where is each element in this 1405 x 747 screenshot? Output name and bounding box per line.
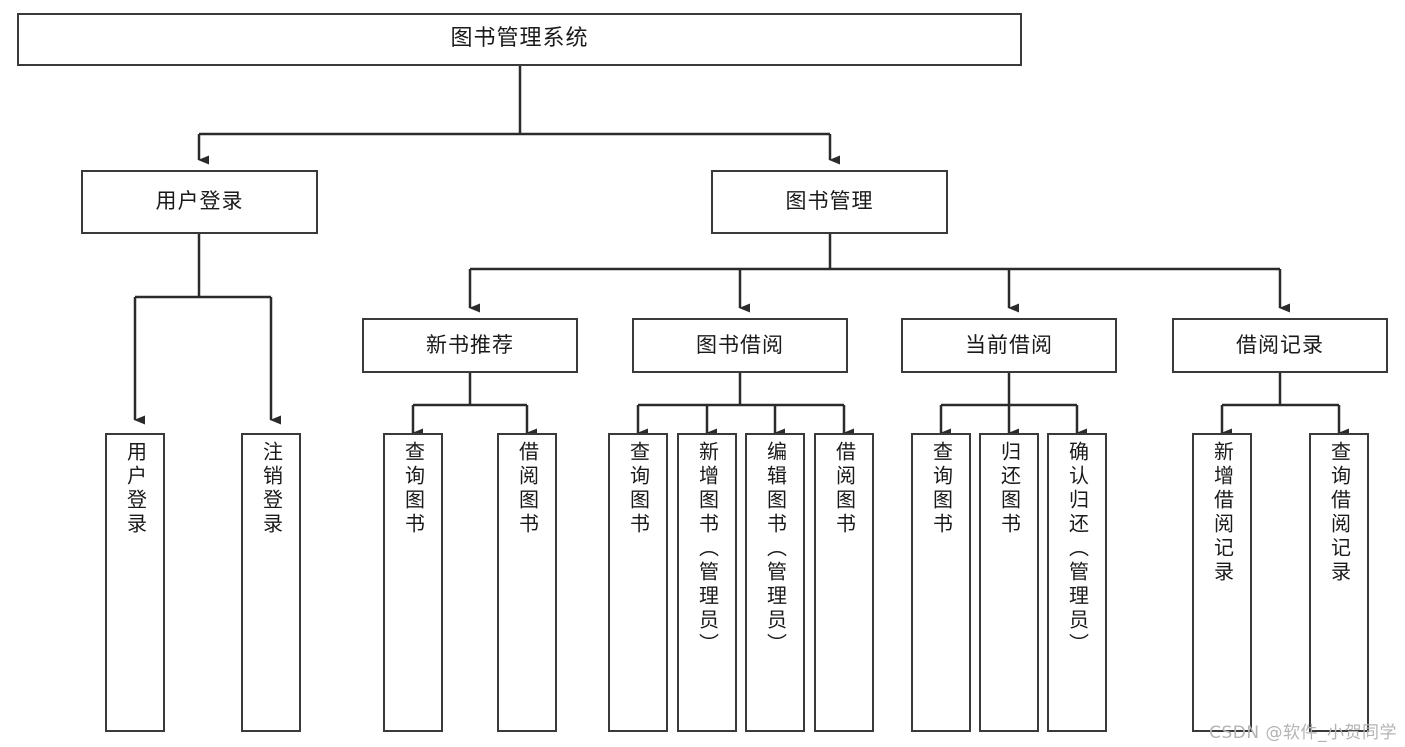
csdn-watermark: CSDN @软件_小贺同学 <box>1209 723 1397 743</box>
leaf-borrow-query-book[interactable]: 查询图书 <box>608 433 668 732</box>
leaf-recommend-query-book[interactable]: 查询图书 <box>383 433 443 732</box>
node-label: 图书管理 <box>785 189 874 214</box>
node-label: 归还图书 <box>997 441 1022 537</box>
leaf-recommend-borrow-book[interactable]: 借阅图书 <box>497 433 557 732</box>
node-label: 编辑图书（管理员） <box>763 441 788 657</box>
leaf-current-return-book[interactable]: 归还图书 <box>979 433 1039 732</box>
node-borrow-record[interactable]: 借阅记录 <box>1172 318 1388 373</box>
node-label: 借阅记录 <box>1236 332 1324 357</box>
node-label: 新增借阅记录 <box>1210 441 1235 585</box>
node-label: 查询借阅记录 <box>1327 441 1352 585</box>
leaf-user-login-signin[interactable]: 用户登录 <box>105 433 165 732</box>
node-new-book-recommend[interactable]: 新书推荐 <box>362 318 578 373</box>
leaf-borrow-add-book-admin[interactable]: 新增图书（管理员） <box>677 433 737 732</box>
node-book-borrow[interactable]: 图书借阅 <box>632 318 848 373</box>
node-book-management[interactable]: 图书管理 <box>711 170 948 234</box>
node-label: 查询图书 <box>401 441 426 537</box>
node-label: 图书借阅 <box>696 332 784 357</box>
node-label: 图书管理系统 <box>450 26 589 52</box>
node-label: 确认归还（管理员） <box>1065 441 1090 657</box>
leaf-borrow-borrow-book[interactable]: 借阅图书 <box>814 433 874 732</box>
leaf-current-confirm-return-admin[interactable]: 确认归还（管理员） <box>1047 433 1107 732</box>
node-label: 借阅图书 <box>515 441 540 537</box>
node-root-system[interactable]: 图书管理系统 <box>17 13 1022 66</box>
node-label: 注销登录 <box>259 441 284 537</box>
node-label: 用户登录 <box>155 189 244 214</box>
node-current-borrow[interactable]: 当前借阅 <box>901 318 1117 373</box>
node-label: 当前借阅 <box>965 332 1053 357</box>
node-label: 借阅图书 <box>832 441 857 537</box>
node-label: 查询图书 <box>929 441 954 537</box>
leaf-record-add-record[interactable]: 新增借阅记录 <box>1192 433 1252 732</box>
node-label: 用户登录 <box>123 441 148 537</box>
leaf-user-login-signout[interactable]: 注销登录 <box>241 433 301 732</box>
leaf-borrow-edit-book-admin[interactable]: 编辑图书（管理员） <box>745 433 805 732</box>
leaf-current-query-book[interactable]: 查询图书 <box>911 433 971 732</box>
leaf-record-query-record[interactable]: 查询借阅记录 <box>1309 433 1369 732</box>
node-label: 新书推荐 <box>426 332 514 357</box>
node-label: 查询图书 <box>626 441 651 537</box>
node-user-login[interactable]: 用户登录 <box>81 170 318 234</box>
node-label: 新增图书（管理员） <box>695 441 720 657</box>
